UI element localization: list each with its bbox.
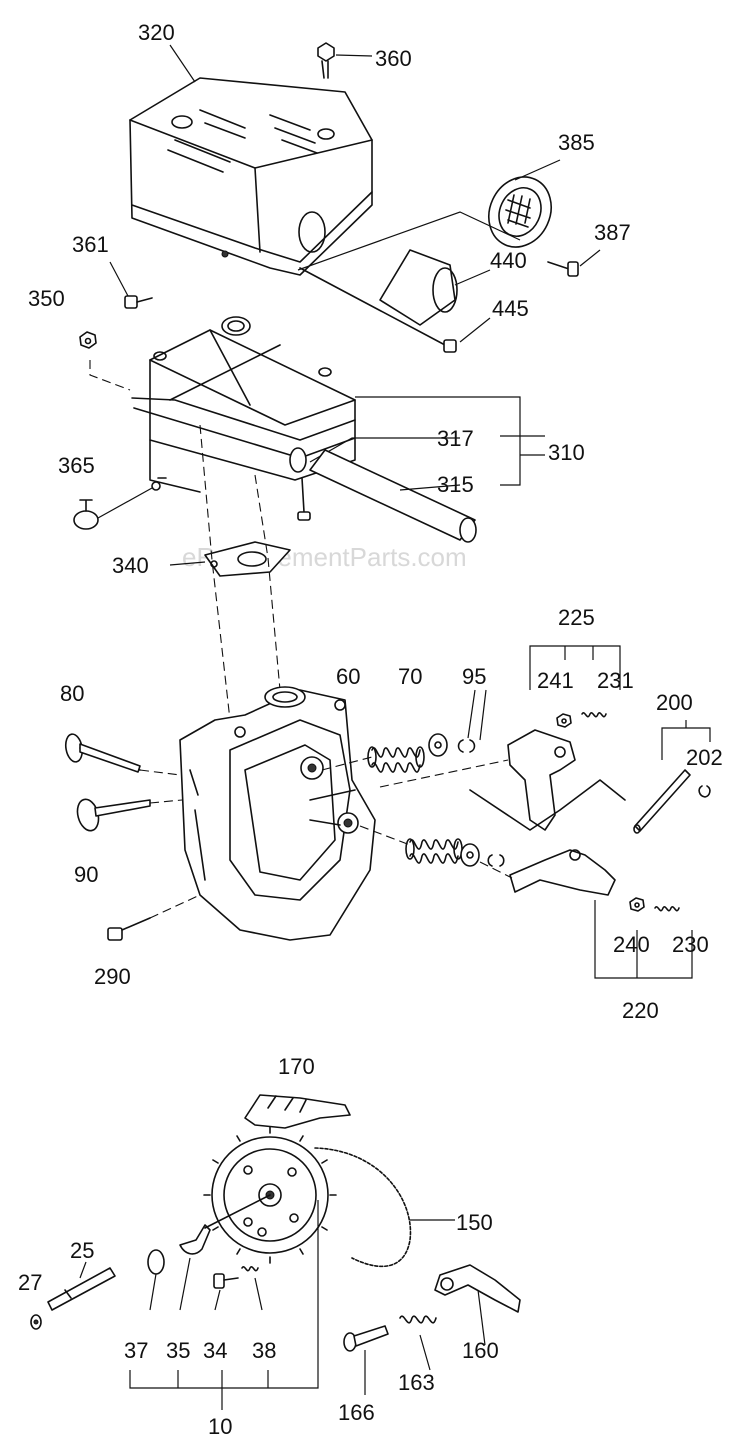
spring-231	[581, 712, 607, 718]
label-27: 27	[18, 1270, 42, 1295]
label-445: 445	[492, 296, 529, 321]
rocker-arm-225	[379, 729, 626, 831]
muffler-screw	[297, 477, 311, 521]
nut-350	[79, 331, 131, 391]
label-231: 231	[597, 668, 634, 693]
label-241: 241	[537, 668, 574, 693]
label-225: 225	[558, 605, 595, 630]
label-202: 202	[686, 745, 723, 770]
align-line-2	[254, 474, 281, 691]
bracket-10	[129, 1200, 319, 1410]
spring-230	[654, 906, 680, 912]
label-170: 170	[278, 1054, 315, 1079]
valve-90	[76, 798, 183, 832]
label-315: 315	[437, 472, 474, 497]
label-310: 310	[548, 440, 585, 465]
label-360: 360	[375, 46, 412, 71]
label-350: 350	[28, 286, 65, 311]
valve-80	[64, 733, 181, 776]
snap-ring-37	[147, 1249, 165, 1311]
label-38: 38	[252, 1338, 276, 1363]
nut-241	[556, 713, 572, 728]
label-320: 320	[138, 20, 175, 45]
screw-445	[299, 267, 491, 353]
label-340: 340	[112, 553, 149, 578]
label-317: 317	[437, 426, 474, 451]
clip-202	[698, 785, 711, 798]
exhaust-gasket-340	[169, 541, 291, 577]
label-10: 10	[208, 1414, 232, 1439]
spring-retainer-70	[428, 733, 448, 757]
nut-240	[629, 897, 645, 912]
chain-tensioner-160	[434, 1264, 521, 1346]
bolt-290	[107, 894, 201, 941]
spring-38	[241, 1266, 263, 1311]
cylinder-head	[179, 686, 376, 941]
valve-keeper-95	[457, 689, 487, 753]
bolt-360	[317, 42, 373, 79]
label-150: 150	[456, 1210, 493, 1235]
label-35: 35	[166, 1338, 190, 1363]
label-290: 290	[94, 964, 131, 989]
label-37: 37	[124, 1338, 148, 1363]
label-60: 60	[336, 664, 360, 689]
label-200: 200	[656, 690, 693, 715]
label-240: 240	[613, 932, 650, 957]
bolt-365	[73, 487, 153, 530]
align-line-1	[199, 424, 231, 721]
gear-teeth	[203, 1126, 337, 1264]
pin-34	[213, 1273, 239, 1311]
timing-chain-150	[314, 1147, 455, 1268]
chain-guide-170	[244, 1094, 351, 1129]
valve-spring-60	[321, 746, 425, 773]
bracket-310	[355, 396, 545, 486]
spark-arrester-screen-385	[488, 159, 561, 248]
label-163: 163	[398, 1370, 435, 1395]
screw-361	[109, 261, 153, 309]
label-166: 166	[338, 1400, 375, 1425]
label-34: 34	[203, 1338, 227, 1363]
label-160: 160	[462, 1338, 499, 1363]
rocker-arm-220	[479, 849, 616, 896]
label-220: 220	[622, 998, 659, 1023]
screw-387	[547, 249, 601, 277]
tube-315	[309, 449, 477, 543]
muffler-guard-320	[129, 77, 373, 276]
label-361: 361	[72, 232, 109, 257]
bracket-225	[529, 645, 621, 690]
spark-arrester-440	[379, 249, 491, 326]
label-365: 365	[58, 453, 95, 478]
bracket-200	[661, 720, 711, 760]
label-90: 90	[74, 862, 98, 887]
leader-guard-385	[297, 211, 521, 271]
camshaft-25	[47, 1261, 116, 1311]
label-25: 25	[70, 1238, 94, 1263]
label-440: 440	[490, 248, 527, 273]
washer-27	[30, 1314, 42, 1330]
rocker-shaft-200	[633, 769, 691, 834]
label-70: 70	[398, 664, 422, 689]
label-230: 230	[672, 932, 709, 957]
label-95: 95	[462, 664, 486, 689]
valve-spring-lower	[359, 825, 505, 867]
label-387: 387	[594, 220, 631, 245]
label-80: 80	[60, 681, 84, 706]
decompressor-lever-35	[179, 1194, 271, 1311]
tensioner-pin-166	[343, 1325, 389, 1395]
bracket-220	[594, 900, 693, 979]
label-385: 385	[558, 130, 595, 155]
tensioner-spring-163	[399, 1315, 437, 1371]
